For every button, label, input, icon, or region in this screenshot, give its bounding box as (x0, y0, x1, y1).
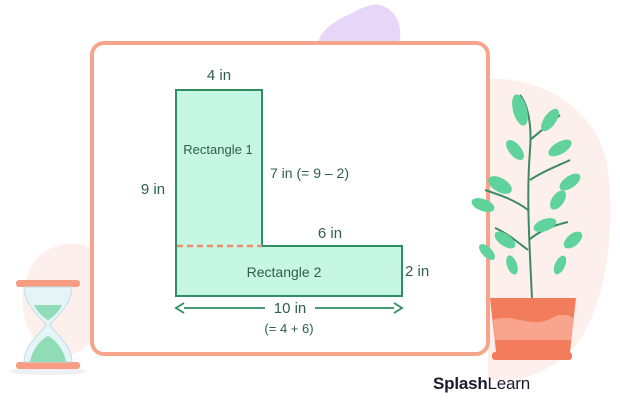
bottom-width-label: 10 in (274, 300, 307, 317)
brand-part-learn: Learn (487, 374, 531, 393)
bottom-sum-label: (= 4 + 6) (264, 321, 313, 336)
inner-height-label: 7 in (= 9 – 2) (270, 165, 349, 181)
top-width-label: 4 in (207, 67, 231, 84)
right-height-label: 2 in (405, 263, 429, 280)
splashlearn-logo: SplashLearn (433, 374, 530, 394)
rect2-label: Rectangle 2 (247, 264, 322, 280)
left-height-label: 9 in (141, 181, 165, 198)
step-width-label: 6 in (318, 225, 342, 242)
rect1-label: Rectangle 1 (183, 142, 252, 157)
hourglass-icon (10, 280, 86, 375)
potted-plant-icon (471, 94, 583, 360)
l-shape (175, 89, 403, 297)
bottom-label-backdrop (265, 298, 315, 316)
brand-part-splash: Splash (433, 374, 488, 393)
